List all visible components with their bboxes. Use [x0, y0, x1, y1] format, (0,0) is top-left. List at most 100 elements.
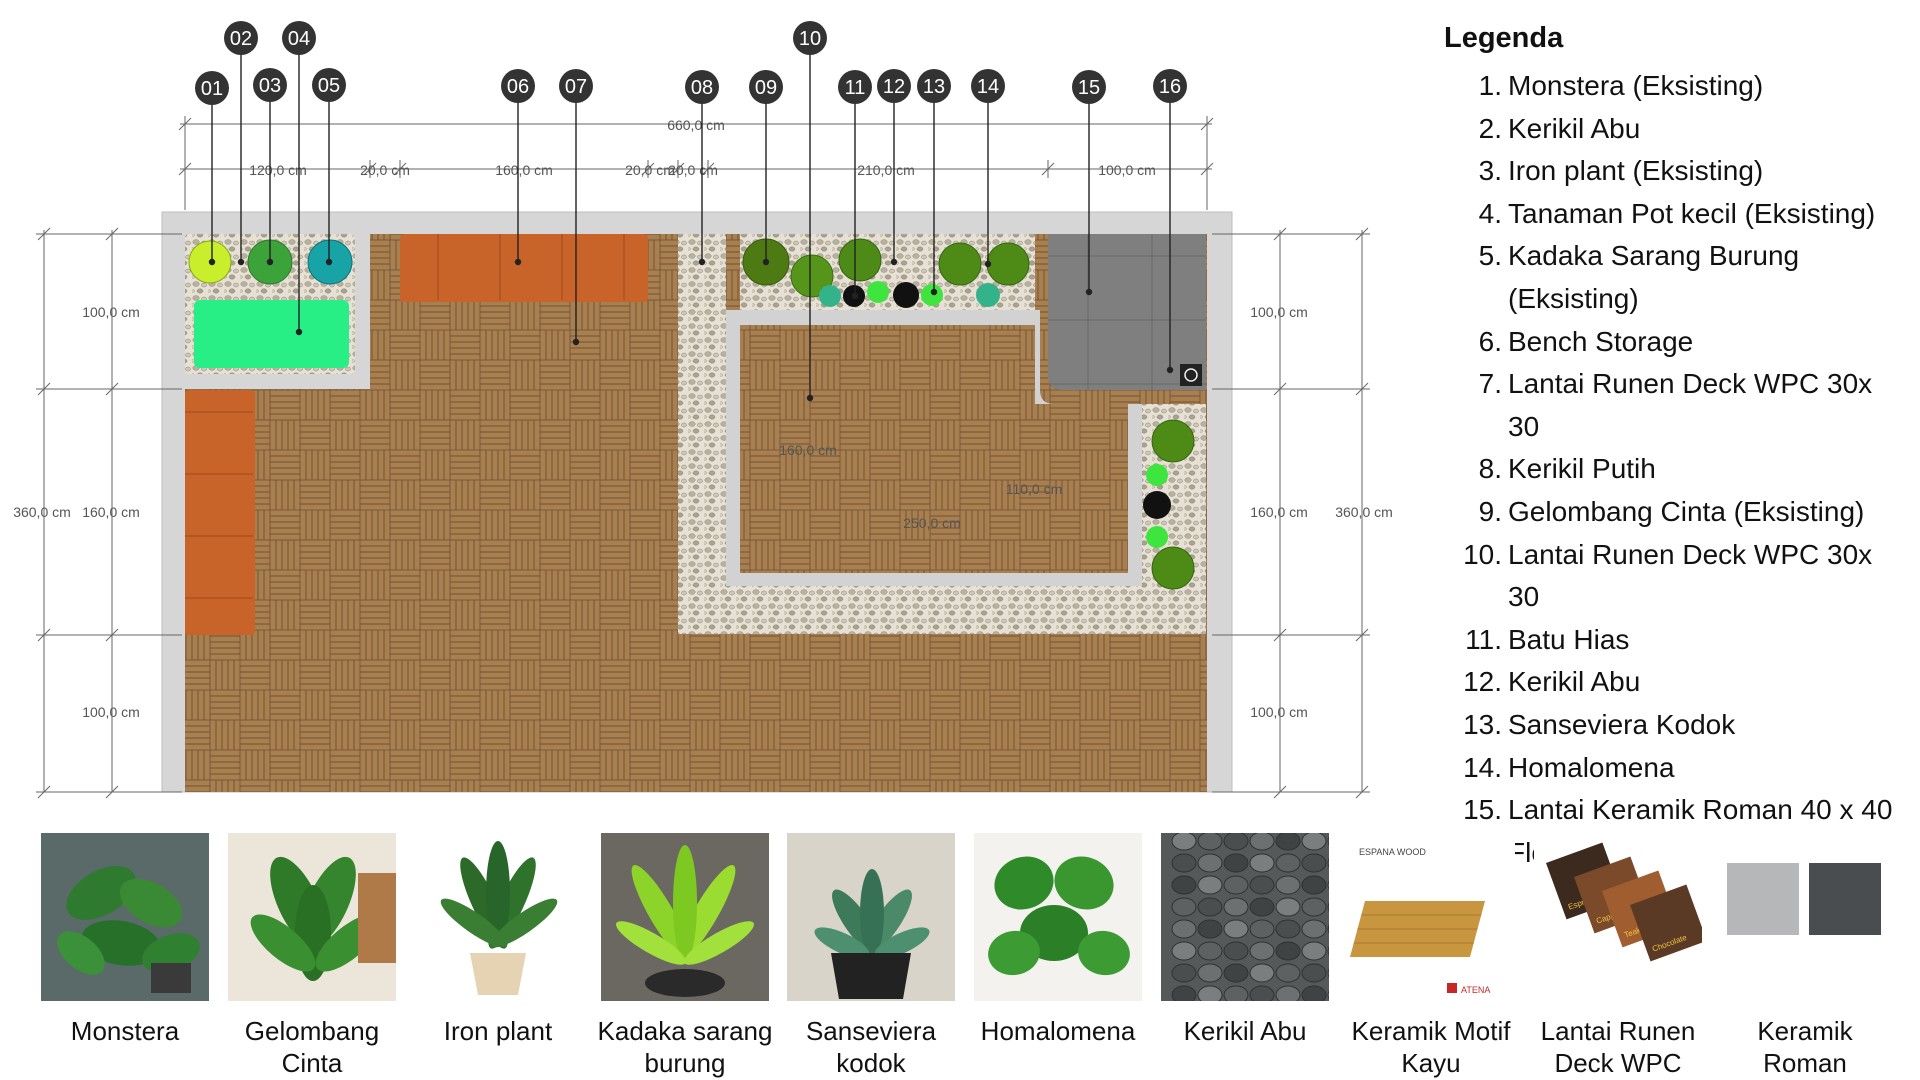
material-caption: Sanseviera kodok	[805, 1016, 937, 1078]
marker-label: 09	[755, 77, 777, 99]
batu-hias-symbol	[1143, 491, 1171, 519]
leader-dot	[806, 394, 814, 402]
material-card: Monstera	[30, 825, 220, 1047]
legend-item-number: 14.	[1463, 751, 1502, 783]
marker-05: 05	[312, 68, 346, 102]
legend-item-text: Kerikil Abu	[1508, 666, 1641, 698]
marker-label: 16	[1159, 76, 1181, 98]
dimension-label: 100,0 cm	[82, 304, 140, 320]
marker-label: 07	[565, 76, 587, 98]
dimension-label: 160,0 cm	[1250, 504, 1308, 520]
dimension-lines	[36, 116, 1370, 799]
leader-dot	[325, 258, 333, 266]
legend: Legenda 1.Monstera (Eksisting)2.Kerikil …	[1440, 22, 1910, 874]
white-gravel-vertical	[678, 234, 726, 634]
legend-item-text: Sanseviera Kodok	[1508, 708, 1736, 740]
sanseviera-symbol	[1146, 464, 1168, 486]
leader-dot	[1085, 288, 1093, 296]
dimension-label: 100,0 cm	[82, 704, 140, 720]
stone-symbol	[976, 283, 1000, 307]
material-card: Kerikil Abu	[1150, 825, 1340, 1047]
leader-dot	[208, 258, 216, 266]
legend-item: 11.Batu Hias	[1440, 619, 1910, 662]
wood-tile-photo: ESPANA WOOD ATENA	[1347, 833, 1515, 1001]
material-caption: Kadaka sarang burung	[597, 1016, 773, 1078]
marker-label: 13	[923, 76, 945, 98]
plant-symbol	[1151, 419, 1195, 463]
legend-item: 10.Lantai Runen Deck WPC 30x 30	[1440, 534, 1910, 619]
marker-16: 16	[1153, 69, 1187, 103]
marker-label: 01	[201, 78, 223, 100]
legend-item: 8.Kerikil Putih	[1440, 448, 1910, 491]
legend-item-number: 1.	[1478, 70, 1502, 101]
legend-item-text: Kerikil Abu	[1508, 112, 1641, 144]
dimension-label: 210,0 cm	[857, 162, 915, 178]
marker-15: 15	[1072, 70, 1106, 104]
material-caption: Kerikil Abu	[1183, 1016, 1307, 1046]
iron-plant-photo	[414, 833, 582, 1001]
homalomena-photo	[974, 833, 1142, 1001]
legend-item-text: Lantai Keramik Roman 40 x 40	[1508, 794, 1893, 826]
material-caption: Keramik Motif Kayu	[1351, 1016, 1511, 1078]
roman-tile-photo	[1721, 833, 1889, 1001]
monstera-photo	[41, 833, 209, 1001]
legend-item: 14.Homalomena	[1440, 747, 1910, 790]
dimension-label: 660,0 cm	[667, 117, 725, 133]
legend-item-text: Iron plant (Eksisting)	[1508, 155, 1764, 187]
legend-item-number: 11.	[1465, 623, 1502, 655]
svg-text:ESPANA WOOD: ESPANA WOOD	[1359, 847, 1426, 857]
legend-item-number: 10.	[1463, 538, 1502, 570]
material-caption: Monstera	[70, 1016, 180, 1046]
legend-item-number: 9.	[1478, 495, 1502, 527]
legend-item-number: 8.	[1478, 453, 1502, 485]
sanseviera-symbol	[1146, 526, 1168, 548]
marker-04: 04	[282, 21, 316, 55]
material-card: Keramik Roman	[1710, 825, 1900, 1079]
legend-item: 12.Kerikil Abu	[1440, 661, 1910, 704]
leader-dot	[237, 258, 245, 266]
sanseviera-symbol	[921, 284, 943, 306]
legend-item-text: Bench Storage	[1508, 325, 1694, 357]
legend-item-text: Lantai Runen Deck WPC 30x 30	[1508, 538, 1873, 613]
marker-label: 12	[883, 76, 905, 98]
bench-storage-left	[185, 390, 255, 635]
material-card: Iron plant	[403, 825, 593, 1047]
legend-item: 2.Kerikil Abu	[1440, 108, 1910, 151]
legend-item-number: 7.	[1478, 368, 1502, 400]
leader-lines	[208, 54, 1174, 402]
roman-tile-area	[1048, 234, 1206, 390]
marker-label: 08	[691, 77, 713, 99]
legend-item-number: 15.	[1463, 794, 1502, 826]
plant-symbol	[838, 238, 882, 282]
legend-item-number: 12.	[1463, 666, 1502, 698]
leader-dot	[572, 338, 580, 346]
leader-dot	[890, 258, 898, 266]
marker-08: 08	[685, 70, 719, 104]
legend-item-text: Monstera (Eksisting)	[1508, 70, 1764, 101]
sanseviera-symbol	[867, 281, 889, 303]
dimension-label: 250,0 cm	[903, 515, 961, 531]
marker-09: 09	[749, 70, 783, 104]
marker-10: 10	[793, 21, 827, 55]
marker-03: 03	[253, 68, 287, 102]
svg-text:ATENA: ATENA	[1461, 985, 1490, 995]
legend-item-text: Kadaka Sarang Burung (Eksisting)	[1508, 240, 1800, 314]
dimension-label: 100,0 cm	[1250, 704, 1308, 720]
marker-label: 11	[845, 77, 866, 99]
dimension-label: 100,0 cm	[1098, 162, 1156, 178]
material-card: EspressoCappuccinoTeakChocolateLantai Ru…	[1523, 825, 1713, 1079]
legend-item-text: Tanaman Pot kecil (Eksisting)	[1508, 197, 1876, 229]
marker-06: 06	[501, 69, 535, 103]
material-caption: Gelombang Cinta	[244, 1016, 380, 1078]
batu-hias-symbol	[893, 282, 919, 308]
plant-symbol	[790, 254, 834, 298]
dimension-label: 110,0 cm	[1006, 481, 1063, 497]
material-caption: Lantai Runen Deck WPC	[1540, 1016, 1696, 1078]
dimension-label: 160,0 cm	[779, 442, 837, 458]
plant-symbol	[986, 242, 1030, 286]
material-card: ESPANA WOOD ATENA Keramik Motif Kayu	[1336, 825, 1526, 1079]
legend-item-text: Homalomena	[1508, 751, 1675, 783]
